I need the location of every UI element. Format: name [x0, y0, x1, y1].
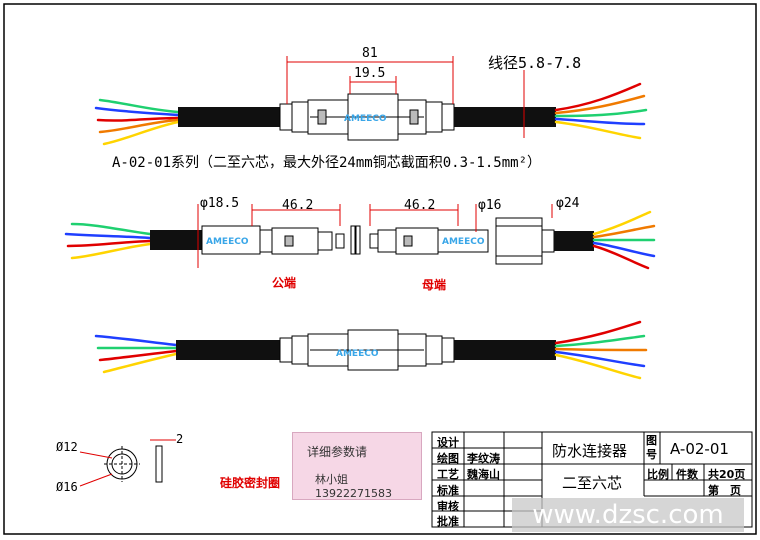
top-assembly: AMEECO — [94, 56, 648, 146]
mid-brand: AMEECO — [206, 237, 249, 247]
tb-process-name: 魏海山 — [467, 468, 500, 481]
tb-drawing-name: 李纹涛 — [467, 452, 500, 465]
dim-phi18-5: φ18.5 — [200, 196, 240, 211]
top-left-wires — [94, 98, 180, 146]
female-end — [369, 227, 489, 255]
tb-qty: 件数 — [676, 468, 698, 481]
tb-page: 第 页 — [708, 484, 741, 497]
dim-2: 2 — [176, 432, 184, 446]
bottom-assembly: AMEECO — [94, 320, 648, 380]
tb-process: 工艺 — [437, 468, 459, 481]
dim-46-2-left: 46.2 — [282, 198, 314, 213]
contact-badge-line1: 详细参数请 — [307, 445, 368, 459]
female-end-label: 母端 — [422, 278, 447, 292]
wire-range-label: 线径5.8-7.8 — [488, 54, 582, 72]
dim-19-5: 19.5 — [354, 66, 386, 81]
series-title: A-02-01系列（二至六芯，最大外径24mm铜芯截面积0.3-1.5mm²） — [112, 155, 542, 171]
bot-brand: AMEECO — [336, 349, 379, 359]
tb-total: 共20页 — [708, 468, 746, 481]
dim-phi24: φ24 — [556, 196, 580, 211]
bot-right-cable — [454, 340, 556, 360]
dim-81: 81 — [362, 46, 378, 61]
tb-drawing-no: A-02-01 — [670, 440, 729, 458]
mid-brand-2: AMEECO — [442, 237, 485, 247]
top-connector — [279, 93, 455, 141]
bottom-connector — [279, 329, 455, 371]
middle-assembly: AMEECO AMEECO — [64, 204, 656, 270]
dim-phi12: Ø12 — [56, 440, 78, 454]
tb-standard: 标准 — [437, 484, 459, 497]
mid-left-cable — [150, 230, 202, 250]
tb-drawing-no-label: 图号 — [646, 434, 657, 461]
sheet-border — [3, 3, 757, 535]
top-left-cable — [178, 107, 280, 127]
contact-badge-line2: 林小姐 13922271583 — [315, 473, 392, 500]
male-end-label: 公端 — [272, 276, 297, 290]
tb-drawing: 绘图 — [437, 452, 459, 465]
seal-ring-drawing — [79, 439, 176, 487]
tb-scale: 比例 — [647, 468, 669, 481]
top-brand: AMEECO — [344, 114, 387, 124]
top-dimension-lines — [286, 56, 525, 138]
dim-phi16-ring: Ø16 — [56, 480, 78, 494]
mid-nut — [495, 217, 555, 265]
bot-left-cable — [176, 340, 280, 360]
tb-review: 审核 — [437, 500, 459, 513]
title-block-grid — [431, 431, 753, 528]
seal-ring-label: 硅胶密封圈 — [220, 476, 281, 490]
bot-right-wires — [554, 320, 648, 380]
tb-design: 设计 — [437, 436, 459, 449]
mid-dimension-lines — [197, 204, 553, 268]
watermark: www.dzsc.com — [512, 498, 744, 532]
mid-seal — [350, 225, 361, 255]
tb-product-sub: 二至六芯 — [562, 474, 623, 492]
dim-phi16-top: φ16 — [478, 198, 502, 213]
tb-approve: 批准 — [437, 515, 459, 528]
mid-right-wires — [592, 210, 656, 270]
dim-46-2-right: 46.2 — [404, 198, 436, 213]
tb-product-name: 防水连接器 — [552, 442, 628, 460]
male-end — [201, 225, 345, 255]
top-right-cable — [454, 107, 556, 127]
contact-badge[interactable]: 详细参数请 林小姐 13922271583 — [292, 432, 422, 500]
mid-right-cable — [554, 231, 594, 251]
top-right-wires — [554, 82, 648, 140]
mid-left-wires — [64, 222, 152, 260]
bot-left-wires — [94, 334, 178, 374]
